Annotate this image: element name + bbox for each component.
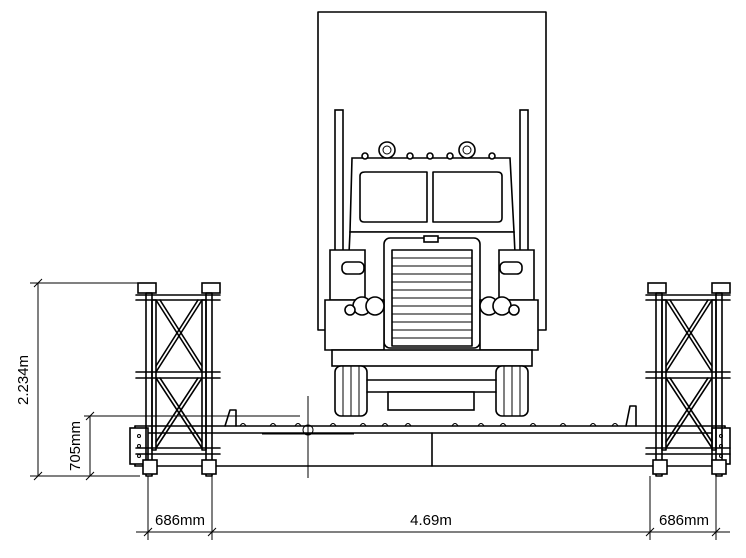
windshield (359, 171, 503, 223)
chassis (366, 379, 497, 411)
roof-lights (361, 141, 496, 160)
dim-label-panel-height: 2.234m (15, 355, 32, 405)
kerb-right (625, 405, 637, 427)
grille-slats (392, 257, 472, 339)
truck-front-view (317, 11, 547, 417)
dim-label-right-panel-width: 686mm (659, 512, 709, 529)
dim-label-left-panel-width: 686mm (155, 512, 205, 529)
centre-marker (262, 396, 354, 478)
bailey-panel-left (135, 282, 221, 477)
dim-label-carriageway-width: 4.69m (410, 512, 452, 529)
transom-left-end (129, 427, 149, 465)
grille (383, 237, 481, 349)
bumper (331, 349, 533, 367)
headlights (344, 296, 520, 316)
wheels (334, 365, 529, 417)
dim-label-deck-height: 705mm (67, 421, 84, 471)
deck-studs (239, 423, 619, 427)
bolts (137, 434, 723, 458)
transom-right-end (711, 427, 731, 465)
dimension-lines (30, 278, 730, 540)
hood-emblem (423, 235, 439, 243)
cab (349, 157, 515, 233)
kerb-left (224, 409, 237, 427)
